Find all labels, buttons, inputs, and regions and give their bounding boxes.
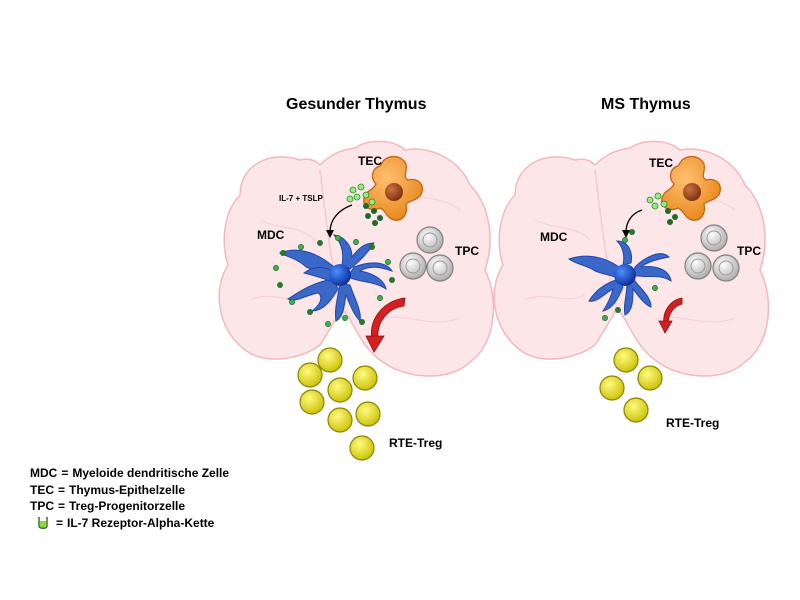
label-mdc-ms: MDC: [540, 230, 568, 244]
tpc-cells-healthy: [399, 226, 454, 282]
title-ms: MS Thymus: [601, 96, 691, 113]
red-arrow-healthy: [365, 297, 406, 353]
il7-receptors-ms: [602, 229, 658, 321]
label-rte-healthy: RTE-Treg: [389, 436, 443, 450]
mdc-nucleus: [329, 264, 351, 286]
legend-item-mdc: MDC = Myeloide dendritische Zelle: [30, 466, 230, 480]
tec-nucleus: [683, 183, 701, 201]
mdc-nucleus: [614, 264, 636, 286]
label-tec-ms: TEC: [649, 156, 673, 170]
legend: MDC = Myeloide dendritische Zelle TEC = …: [30, 465, 229, 531]
legend-item-receptor: = IL-7 Rezeptor-Alpha-Kette: [30, 515, 229, 532]
label-cytokines: IL-7 + TSLP: [279, 194, 323, 203]
receptor-icon: [38, 516, 48, 529]
cytokine-dots-healthy: [346, 183, 383, 226]
signal-arrow-healthy: [326, 204, 353, 238]
legend-item-tpc: TPC = Treg-Progenitorzelle: [30, 499, 186, 513]
legend-item-tec: TEC = Thymus-Epithelzelle: [30, 482, 186, 497]
treg-cells-ms: [599, 347, 663, 423]
treg-cells-healthy: [297, 347, 381, 461]
mdc-cell-ms: [567, 240, 672, 316]
label-tpc-ms: TPC: [737, 244, 761, 258]
il7-receptors-healthy: [273, 235, 395, 327]
label-rte-ms: RTE-Treg: [666, 416, 720, 430]
tpc-cells-ms: [684, 224, 740, 282]
label-tec-healthy: TEC: [358, 154, 382, 168]
signal-arrow-ms: [622, 209, 643, 238]
label-mdc-healthy: MDC: [257, 228, 285, 242]
cytokine-dots-ms: [646, 192, 678, 225]
title-healthy: Gesunder Thymus: [286, 96, 427, 113]
tec-cell-ms: [661, 155, 721, 221]
label-tpc-healthy: TPC: [455, 244, 479, 258]
mdc-cell-healthy: [278, 234, 394, 323]
tec-cell-healthy: [363, 155, 423, 221]
red-arrow-ms: [658, 297, 683, 334]
tec-nucleus: [385, 183, 403, 201]
